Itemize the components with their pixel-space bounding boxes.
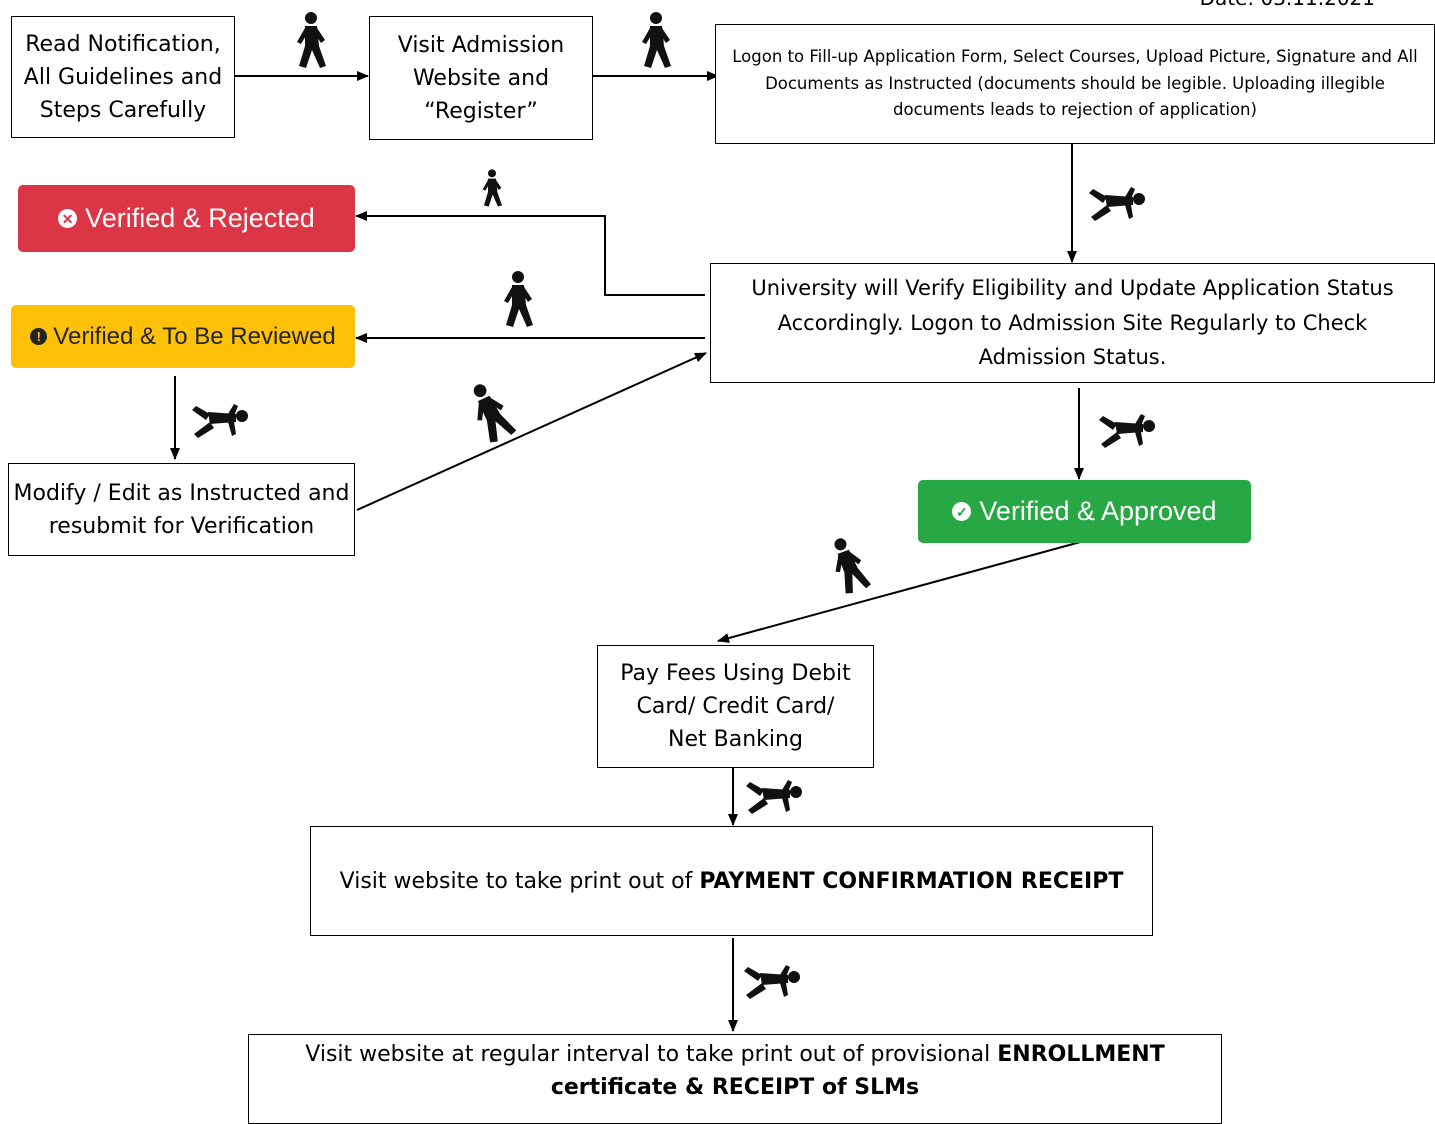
status-approved-label: Verified & Approved [979,496,1217,526]
arrow-verify-to-rejected [355,211,705,296]
walking-person-icon [482,169,502,207]
step-university-verify-text: University will Verify Eligibility and U… [751,276,1394,370]
step-enrollment-text: Visit website at regular interval to tak… [305,1038,1164,1104]
status-rejected-label: Verified & Rejected [85,203,315,233]
x-circle-icon: ✕ [58,209,78,228]
enrollment-prefix: Visit website at regular interval to tak… [305,1042,998,1067]
walking-person-icon [473,384,517,443]
exclamation-circle-icon: ! [30,328,48,345]
step-enrollment: Visit website at regular interval to tak… [248,1034,1222,1124]
step-pay-fees: Pay Fees Using Debit Card/ Credit Card/ … [597,645,874,768]
step-modify-edit-text: Modify / Edit as Instructed and resubmit… [13,480,350,539]
step-read-notification: Read Notification, All Guidelines and St… [11,16,235,138]
running-person-icon [744,965,800,999]
step-fill-form: Logon to Fill-up Application Form, Selec… [715,24,1435,144]
running-person-icon [1089,187,1145,221]
walking-person-icon [297,12,326,68]
payment-receipt-bold: PAYMENT CONFIRMATION RECEIPT [699,868,1124,894]
status-review-label: Verified & To Be Reviewed [53,322,336,350]
walking-person-icon [834,538,871,594]
step-fill-form-text: Logon to Fill-up Application Form, Selec… [732,47,1418,120]
date-label: Date: 03.11.2021 [1200,0,1375,10]
step-payment-receipt: Visit website to take print out of PAYME… [310,826,1153,936]
payment-receipt-prefix: Visit website to take print out of [339,868,700,894]
enrollment-bold-1: ENROLLMENT [997,1042,1165,1067]
running-person-icon [192,404,248,438]
step-modify-edit: Modify / Edit as Instructed and resubmit… [8,463,355,556]
running-person-icon [1099,414,1155,448]
step-pay-fees-text: Pay Fees Using Debit Card/ Credit Card/ … [620,661,851,752]
status-badge-rejected: ✕ Verified & Rejected [18,185,355,252]
walking-person-icon [642,12,671,68]
arrow-modify-to-verify [356,352,707,511]
check-circle-icon: ✓ [952,502,972,521]
step-visit-register: Visit Admission Website and “Register” [369,16,593,140]
step-visit-register-text: Visit Admission Website and “Register” [397,32,565,124]
walking-person-icon [504,271,533,327]
step-payment-receipt-text: Visit website to take print out of PAYME… [340,865,1124,898]
running-person-icon [746,780,802,814]
status-badge-approved: ✓ Verified & Approved [918,480,1251,543]
step-read-notification-text: Read Notification, All Guidelines and St… [23,31,223,123]
status-badge-review: ! Verified & To Be Reviewed [11,305,355,368]
step-university-verify: University will Verify Eligibility and U… [710,263,1435,383]
enrollment-bold-2: certificate & RECEIPT of SLMs [550,1075,920,1100]
arrow-approved-to-pay [717,540,1085,643]
